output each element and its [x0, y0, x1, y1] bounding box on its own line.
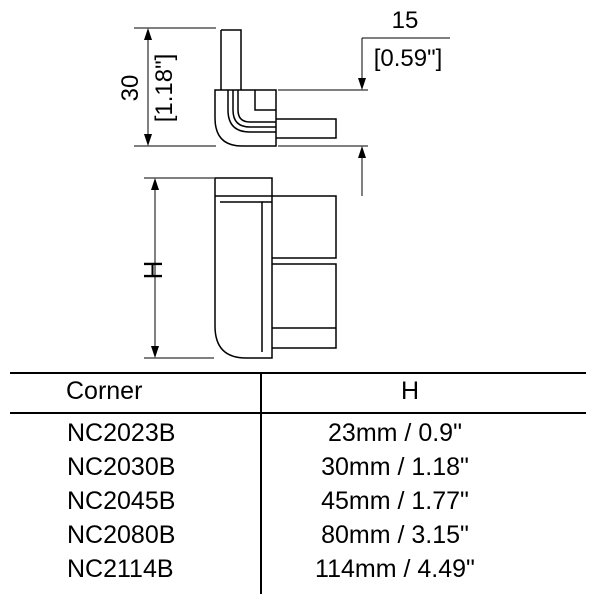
corner-piece-drawing: 30 [1.18"] 15 [0.59"] H [117, 7, 450, 359]
height-value: 45mm / 1.77" [321, 487, 469, 515]
height-value: 80mm / 3.15" [321, 521, 469, 549]
height-in-label: [1.18"] [151, 54, 178, 123]
offset-mm-label: 15 [392, 7, 419, 34]
variable-height-label: H [138, 261, 168, 280]
height-dimension-30 [134, 27, 216, 147]
corner-model: NC2114B [67, 555, 174, 583]
corner-model: NC2030B [67, 453, 176, 481]
front-view-top-connector [272, 195, 337, 259]
top-view-inner-bend [227, 90, 276, 133]
table-row: NC2030B 30mm / 1.18" [10, 450, 586, 484]
front-view-body [214, 177, 273, 359]
height-mm-label: 30 [117, 75, 144, 102]
table-row: NC2023B 23mm / 0.9" [10, 416, 586, 450]
table-header-rule [10, 412, 586, 414]
corner-model: NC2023B [67, 419, 176, 447]
front-view-bottom-connector [272, 263, 337, 349]
height-value: 30mm / 1.18" [321, 453, 469, 481]
front-view [214, 177, 337, 359]
top-view-horizontal-leg [276, 118, 337, 139]
height-value: 114mm / 4.49" [315, 555, 475, 583]
height-value: 23mm / 0.9" [328, 419, 462, 447]
table-row: NC2045B 45mm / 1.77" [10, 484, 586, 518]
technical-drawing: 30 [1.18"] 15 [0.59"] H [117, 7, 450, 359]
offset-dimension-15 [278, 37, 450, 196]
table-top-rule [10, 372, 586, 374]
table-row: NC2114B 114mm / 4.49" [10, 552, 586, 586]
top-view-vertical-leg [221, 29, 242, 90]
column-header-corner: Corner [66, 377, 143, 405]
offset-in-label: [0.59"] [374, 45, 443, 72]
column-header-h: H [401, 377, 420, 405]
corner-model: NC2045B [67, 487, 176, 515]
top-view-corner-housing [214, 89, 277, 147]
table-column-divider [260, 372, 262, 594]
table-row: NC2080B 80mm / 3.15" [10, 518, 586, 552]
top-view [214, 29, 337, 147]
corner-model: NC2080B [67, 521, 176, 549]
size-table: Corner H NC2023B 23mm / 0.9" NC2030B 30m… [10, 372, 586, 594]
variable-height-dimension [144, 177, 214, 359]
